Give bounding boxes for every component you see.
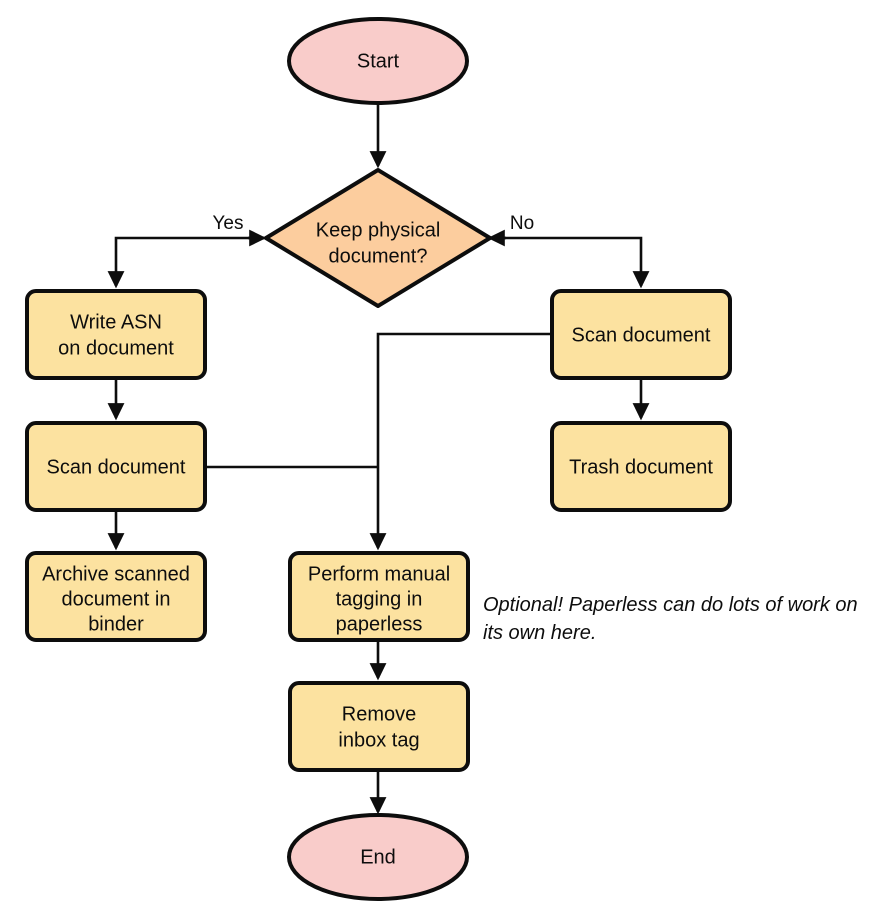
decision-label-line2: document?	[329, 245, 428, 267]
write-asn-label-line1: Write ASN	[70, 311, 162, 333]
node-remove-inbox-tag[interactable]: Remove inbox tag	[288, 681, 470, 772]
scan-right-label: Scan document	[572, 324, 711, 346]
edge-label-yes: Yes	[213, 213, 244, 234]
connectors	[107, 103, 650, 815]
start-label: Start	[357, 50, 400, 72]
archive-label-line2: document in	[62, 588, 171, 610]
edge-decision-to-scan-right	[490, 236, 650, 289]
node-trash-document[interactable]: Trash document	[550, 421, 732, 512]
edge-decision-to-write-asn	[107, 236, 266, 289]
node-archive[interactable]: Archive scanned document in binder	[25, 551, 207, 642]
decision-label-line1: Keep physical	[316, 219, 441, 241]
end-label: End	[360, 846, 396, 868]
annotation-line2: its own here.	[483, 622, 596, 644]
archive-label-line1: Archive scanned	[42, 563, 190, 585]
archive-label-line3: binder	[88, 613, 144, 635]
write-asn-label-line2: on document	[58, 337, 174, 359]
end-ellipse	[287, 813, 469, 901]
trash-box	[550, 421, 732, 512]
annotation-optional-note: Optional! Paperless can do lots of work …	[483, 594, 858, 644]
tagging-label-line1: Perform manual	[308, 563, 450, 585]
edge-label-no: No	[510, 213, 534, 234]
node-tagging[interactable]: Perform manual tagging in paperless	[288, 551, 470, 642]
archive-box	[25, 551, 207, 642]
tagging-box	[288, 551, 470, 642]
trash-label: Trash document	[569, 456, 713, 478]
start-ellipse	[287, 17, 469, 105]
remove-inbox-label-line1: Remove	[342, 703, 416, 725]
remove-inbox-box	[288, 681, 470, 772]
node-end[interactable]: End	[287, 813, 469, 901]
scan-right-box	[550, 289, 732, 380]
node-scan-document-left[interactable]: Scan document	[25, 421, 207, 512]
scan-left-label: Scan document	[47, 456, 186, 478]
annotation-line1: Optional! Paperless can do lots of work …	[483, 594, 858, 616]
node-start[interactable]: Start	[287, 17, 469, 105]
decision-diamond	[264, 168, 492, 308]
write-asn-box	[25, 289, 207, 380]
remove-inbox-label-line2: inbox tag	[338, 729, 419, 751]
node-write-asn[interactable]: Write ASN on document	[25, 289, 207, 380]
tagging-label-line2: tagging in	[336, 588, 423, 610]
node-decision[interactable]: Keep physical document?	[264, 168, 492, 308]
edge-scan-right-to-tagging	[369, 332, 552, 551]
node-scan-document-right[interactable]: Scan document	[550, 289, 732, 380]
scan-left-box	[25, 421, 207, 512]
tagging-label-line3: paperless	[336, 613, 423, 635]
